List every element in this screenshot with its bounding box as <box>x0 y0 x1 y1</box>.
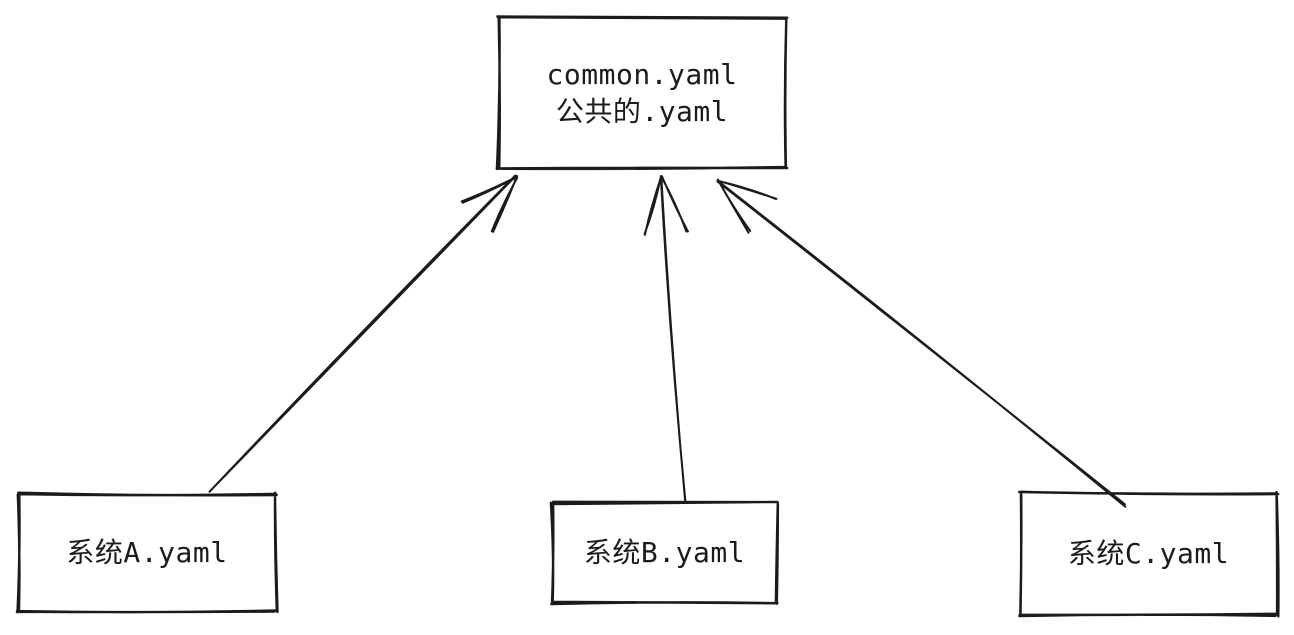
box-system-b <box>549 500 780 606</box>
box-system-a <box>15 491 279 614</box>
node-system-a-yaml: 系统A.yaml <box>18 494 276 612</box>
box-common <box>495 15 789 171</box>
box-system-c <box>1018 490 1280 618</box>
node-system-b-label: 系统B.yaml <box>583 536 746 570</box>
node-system-c-label: 系统C.yaml <box>1067 537 1230 571</box>
node-system-c-yaml: 系统C.yaml <box>1020 493 1277 615</box>
edge-system-b-to-common-arrow <box>643 175 689 503</box>
node-common-yaml: common.yaml 公共的.yaml <box>498 18 786 168</box>
node-common-label-line1: common.yaml <box>546 57 738 91</box>
node-common-label-line2: 公共的.yaml <box>555 95 729 128</box>
node-system-a-label: 系统A.yaml <box>66 536 228 570</box>
edge-system-c-to-common-arrow <box>716 178 1127 508</box>
node-system-b-yaml: 系统B.yaml <box>552 503 777 603</box>
edge-system-a-to-common-arrow <box>208 174 519 493</box>
